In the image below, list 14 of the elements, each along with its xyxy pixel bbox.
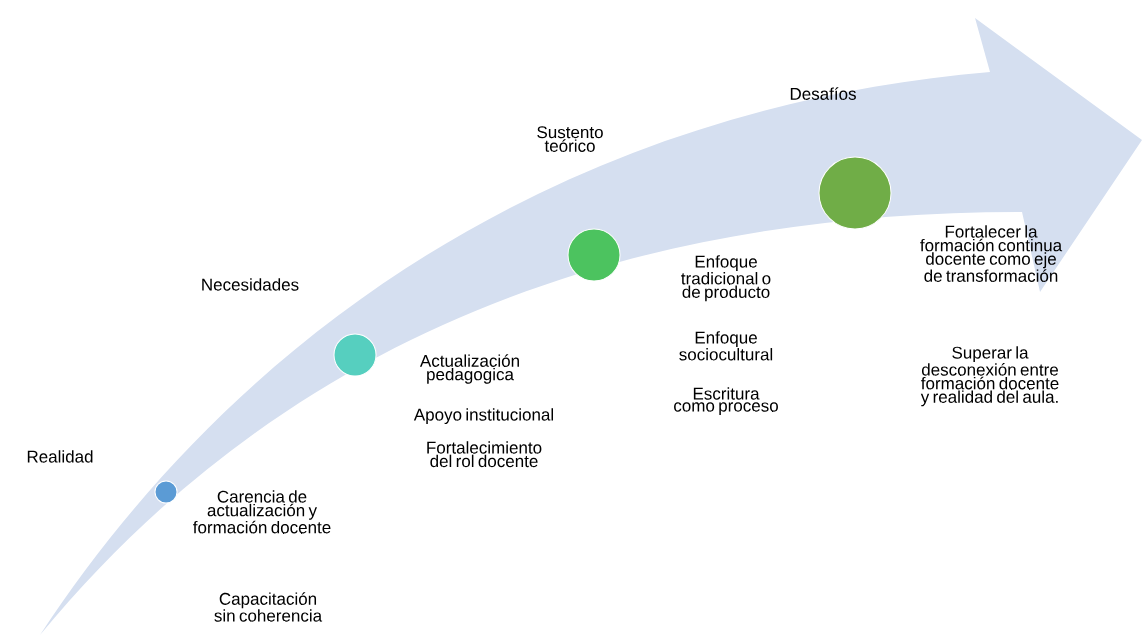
stage-description: Enfoque sociocultural (679, 331, 773, 361)
stage-heading: Desafíos (790, 87, 856, 100)
stage-description: Superar la desconexión entre formación docente y realidad del aula. (920, 346, 1059, 407)
stage-description: Escritura como proceso (674, 387, 778, 416)
stage-description: Fortalecimiento del rol docente (427, 441, 542, 468)
stage-description: Actualización pedagogica (419, 354, 519, 384)
stage-heading: Realidad (27, 450, 93, 463)
stage-heading: Sustento teórico (537, 126, 603, 152)
stage-description: Carencia de actualización y formación docente (193, 490, 331, 534)
stage-description: Capacitación sin coherencia (214, 592, 323, 622)
stage-description: Apoyo institucional (413, 408, 553, 425)
stage-heading: Necesidades (202, 278, 299, 291)
stage-description: Fortalecer la formación continua docente como eje de transformación (920, 225, 1063, 282)
stage-description: Enfoque tradicional o de producto (681, 255, 771, 302)
